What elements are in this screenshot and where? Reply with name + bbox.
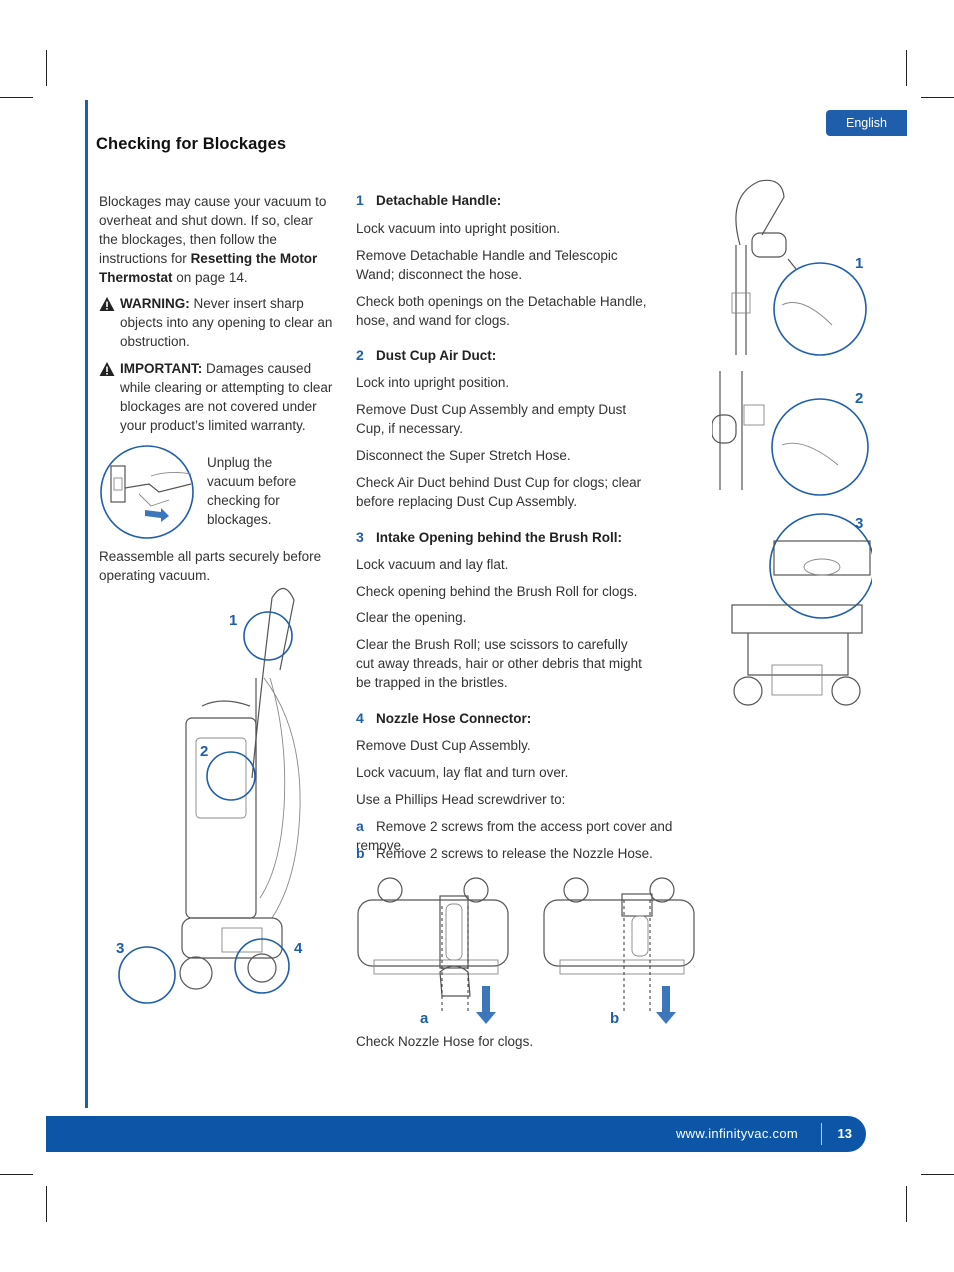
vacuum-overview-illustration <box>118 587 301 1004</box>
step-4-line: Use a Phillips Head screwdriver to: <box>356 792 566 807</box>
step-number: 4 <box>356 710 364 726</box>
substep-letter: b <box>356 845 365 861</box>
step-4-heading: 4 Nozzle Hose Connector: <box>356 709 531 728</box>
important-label: IMPORTANT: <box>120 361 203 376</box>
callout-3: 3 <box>116 940 125 957</box>
intro-text: Blockages may cause your vacuum to overh… <box>99 194 327 266</box>
footer-divider <box>821 1123 822 1145</box>
unplug-caption: Unplug the vacuum before checking for bl… <box>207 455 297 527</box>
step-4-line: Remove Dust Cup Assembly. <box>356 738 531 753</box>
step-1-line: Check both openings on the Detachable Ha… <box>356 294 647 328</box>
step-3-line: Clear the opening. <box>356 610 467 625</box>
callout-right-2: 2 <box>855 390 864 407</box>
callout-b: b <box>610 1010 620 1027</box>
crop-mark <box>0 97 33 98</box>
step-heading-text: Dust Cup Air Duct: <box>376 348 497 363</box>
callout-a: a <box>420 1010 429 1027</box>
crop-mark <box>46 50 47 86</box>
substep-text: Remove 2 screws to release the Nozzle Ho… <box>376 846 653 861</box>
callout-2: 2 <box>200 743 209 760</box>
crop-mark <box>0 1174 33 1175</box>
step-2-heading: 2 Dust Cup Air Duct: <box>356 346 496 365</box>
substep-b: b Remove 2 screws to release the Nozzle H… <box>356 844 716 863</box>
substep-letter: a <box>356 818 364 834</box>
language-tab: English <box>826 110 907 136</box>
crop-mark <box>46 1186 47 1222</box>
step-3-heading: 3 Intake Opening behind the Brush Roll: <box>356 528 622 547</box>
step-number: 3 <box>356 529 364 545</box>
nozzle-illustration-b <box>543 877 695 1024</box>
important-text: Damages caused while clearing or attempt… <box>120 361 333 433</box>
crop-mark <box>906 1186 907 1222</box>
step-2-line: Lock into upright position. <box>356 375 510 390</box>
right-step-illustrations <box>712 179 872 706</box>
page-title: Checking for Blockages <box>96 135 287 153</box>
step-heading-text: Nozzle Hose Connector: <box>376 711 532 726</box>
step-1-line: Lock vacuum into upright position. <box>356 221 561 236</box>
step-heading-text: Detachable Handle: <box>376 193 502 208</box>
page-number: 13 <box>837 1126 852 1141</box>
step-1-heading: 1 Detachable Handle: <box>356 191 501 210</box>
warning-label: WARNING: <box>120 296 190 311</box>
step-3-line: Check opening behind the Brush Roll for … <box>356 584 638 599</box>
crop-mark <box>921 97 954 98</box>
intro-text-after: on page 14. <box>176 270 248 285</box>
closing-note: Check Nozzle Hose for clogs. <box>356 1034 534 1049</box>
intro-bold-link-text: Resetting the Motor Thermostat <box>99 251 318 285</box>
left-accent-bar <box>85 100 88 1108</box>
warning-icon <box>99 297 115 311</box>
step-heading-text: Intake Opening behind the Brush Roll: <box>376 530 623 545</box>
substep-text: Remove 2 screws from the access port cov… <box>356 819 673 853</box>
step-1-line: Remove Detachable Handle and Telescopic … <box>356 248 618 282</box>
warning-block: WARNING: Never insert sharp objects into… <box>99 294 334 351</box>
step-2-line: Check Air Duct behind Dust Cup for clogs… <box>356 475 642 509</box>
website-link[interactable]: www.infinityvac.com <box>675 1126 798 1141</box>
step-3-line: Clear the Brush Roll; use scissors to ca… <box>356 637 642 690</box>
crop-mark <box>921 1174 954 1175</box>
nozzle-illustration-a <box>357 877 509 1024</box>
callout-right-1: 1 <box>855 255 864 272</box>
step-2-line: Disconnect the Super Stretch Hose. <box>356 448 571 463</box>
step-3-line: Lock vacuum and lay flat. <box>356 557 509 572</box>
step-2-line: Remove Dust Cup Assembly and empty Dust … <box>356 402 627 436</box>
footer-bar: www.infinityvac.com 13 <box>46 1116 866 1152</box>
callout-4: 4 <box>294 940 303 957</box>
warning-text: Never insert sharp objects into any open… <box>120 296 333 349</box>
callout-1: 1 <box>229 612 238 629</box>
important-block: IMPORTANT: Damages caused while clearing… <box>99 359 334 435</box>
callout-right-3: 3 <box>855 515 864 532</box>
step-4-line: Lock vacuum, lay flat and turn over. <box>356 765 569 780</box>
step-number: 2 <box>356 347 364 363</box>
unplug-illustration <box>100 445 194 539</box>
step-number: 1 <box>356 192 364 208</box>
crop-mark <box>906 50 907 86</box>
warning-icon <box>99 362 115 376</box>
intro-paragraph: Blockages may cause your vacuum to overh… <box>99 192 334 287</box>
reassemble-note: Reassemble all parts securely before ope… <box>99 549 322 583</box>
